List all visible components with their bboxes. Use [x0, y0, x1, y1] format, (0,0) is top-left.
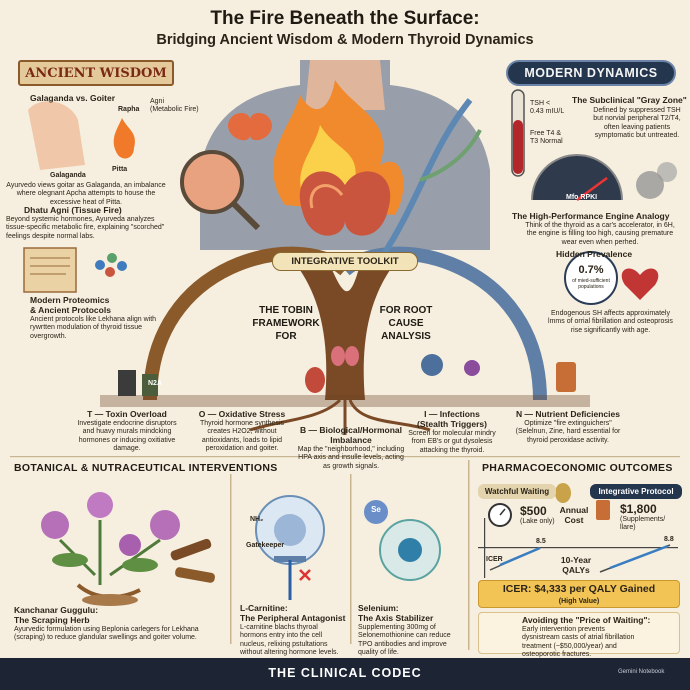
kanchanar-text: Ayurvedic formulation using Beplonia car… [14, 626, 199, 642]
prevalence-value: 0.7% [578, 264, 604, 276]
carnitine-title: L-Carnitine: The Peripheral Antagonist [240, 603, 346, 623]
prevalence-text: Endogenous SH affects approximately lmms… [548, 310, 673, 334]
avoid-title: Avoiding the "Price of Waiting": [522, 615, 651, 625]
tobin-framework-text: THE TOBIN FRAMEWORK FOR [252, 305, 320, 342]
pharma-heading: PHARMACOECONOMIC OUTCOMES [482, 462, 673, 474]
agni-label: Agni (Metabolic Fire) [150, 98, 199, 114]
icer-value: ICER: $4,333 per QALY Gained [502, 583, 656, 595]
integrative-cost-sub: (Supplements/ llare) [620, 516, 666, 532]
rapha-label: Rapha [118, 106, 140, 113]
toxin-title: T — Toxin Overload [87, 409, 167, 419]
engine-text: Think of the thyroid as a car's accelera… [525, 222, 675, 246]
barrel-label: N2A [148, 380, 163, 387]
galaganda-text: Ayurvedo views goitar as Galaganda, an i… [6, 182, 166, 206]
carnitine-text: L-carnitine blachs thyroal hormons entry… [240, 624, 339, 657]
proteomics-text: Ancient protocols like Lekhana align wit… [30, 316, 157, 340]
nutrient-title: N — Nutrient Deficiencies [516, 409, 620, 419]
prevalence-sub: of mied-sufficient populations [572, 278, 610, 290]
prevalence-title: Hidden Prevalence [556, 249, 633, 259]
qaly-label: 10-Year QALYs [560, 555, 592, 575]
selenium-symbol: Se [371, 505, 381, 514]
tsh-label: TSH < 0.43 mIU/L [530, 100, 565, 116]
icer-box [478, 580, 680, 608]
oxidative-title: O — Oxidative Stress [198, 409, 286, 419]
integrative-qaly: 8.8 [664, 536, 674, 543]
gray-zone-text: Defined by suppressed TSH but norvial pe… [593, 107, 681, 140]
free-t4-label: Free T4 & T3 Normal [530, 130, 563, 146]
annual-cost-label: Annual Cost [559, 505, 589, 525]
biological-text: Map the "neighborhood," including HPA ax… [297, 446, 405, 470]
icer-axis-label: ICER [486, 556, 503, 563]
notebook-label: Gemini Notebook [618, 669, 665, 675]
watchful-waiting-label: Watchful Waiting [478, 484, 556, 499]
dhatu-title: Dhatu Agni (Tissue Fire) [24, 205, 122, 215]
integrative-cost: $1,800 [620, 502, 657, 516]
nh2-label: NH₂ [250, 516, 264, 523]
biological-title: B — Biological/Hormonal Imbalance [299, 425, 402, 445]
kanchanar-title: Kanchanar Guggulu: The Scraping Herb [14, 605, 99, 625]
gatekeeper-label: Gatekeeper [246, 542, 285, 549]
page-subtitle: Bridging Ancient Wisdom & Modern Thyroid… [156, 32, 534, 48]
proteomics-title: Modern Proteomics & Ancient Protocols [30, 295, 111, 315]
footer-brand: THE CLINICAL CODEC [268, 666, 422, 680]
ancient-wisdom-banner: ANCIENT WISDOM [18, 60, 174, 86]
avoid-box [478, 612, 680, 654]
galaganda-title: Galaganda vs. Goiter [30, 93, 116, 103]
gray-zone-title: The Subclinical "Gray Zone" [572, 95, 687, 105]
icer-sub: (High Value) [558, 598, 600, 605]
avoid-text: Early intervention prevents dysnistream … [522, 626, 635, 659]
nutrient-text: Optimize "fire extinguichers" (Selelnun,… [515, 420, 621, 444]
footer-bar [0, 658, 690, 690]
oxidative-text: Thyroid hormone synthesis creates H2O2, … [199, 420, 285, 453]
dhatu-text: Beyond systemic hormones, Ayurveda analy… [6, 216, 165, 240]
gauge-label: Mfo RPKI [566, 194, 598, 201]
integrative-protocol-label: Integrative Protocol [590, 484, 682, 499]
page-title: The Fire Beneath the Surface: [210, 8, 480, 29]
root-cause-text: FOR ROOT CAUSE ANALYSIS [379, 305, 433, 342]
selenium-text: Supplementing 300mg of Selonemothionine … [358, 624, 451, 657]
selenium-title: Selenium: The Axis Stabilizer [358, 603, 434, 623]
watch-cost-sub: (Lake only) [520, 518, 555, 525]
galaganda-label: Galaganda [50, 172, 86, 179]
botanical-heading: BOTANICAL & NUTRACEUTICAL INTERVENTIONS [14, 462, 278, 474]
watch-cost: $500 [520, 504, 547, 518]
infections-title: I — Infections (Stealth Triggers) [417, 409, 487, 429]
toxin-text: Investigate endocrine disruptors and hua… [77, 420, 177, 453]
integrative-toolkit-banner: INTEGRATIVE TOOLKIT [272, 252, 418, 271]
watch-qaly: 8.5 [536, 538, 546, 545]
pitta-label: Pitta [112, 166, 128, 173]
engine-title: The High-Performance Engine Analogy [512, 211, 670, 221]
infections-text: Screen for molecular mindry from EB's or… [408, 430, 496, 454]
modern-dynamics-banner: MODERN DYNAMICS [506, 60, 676, 86]
